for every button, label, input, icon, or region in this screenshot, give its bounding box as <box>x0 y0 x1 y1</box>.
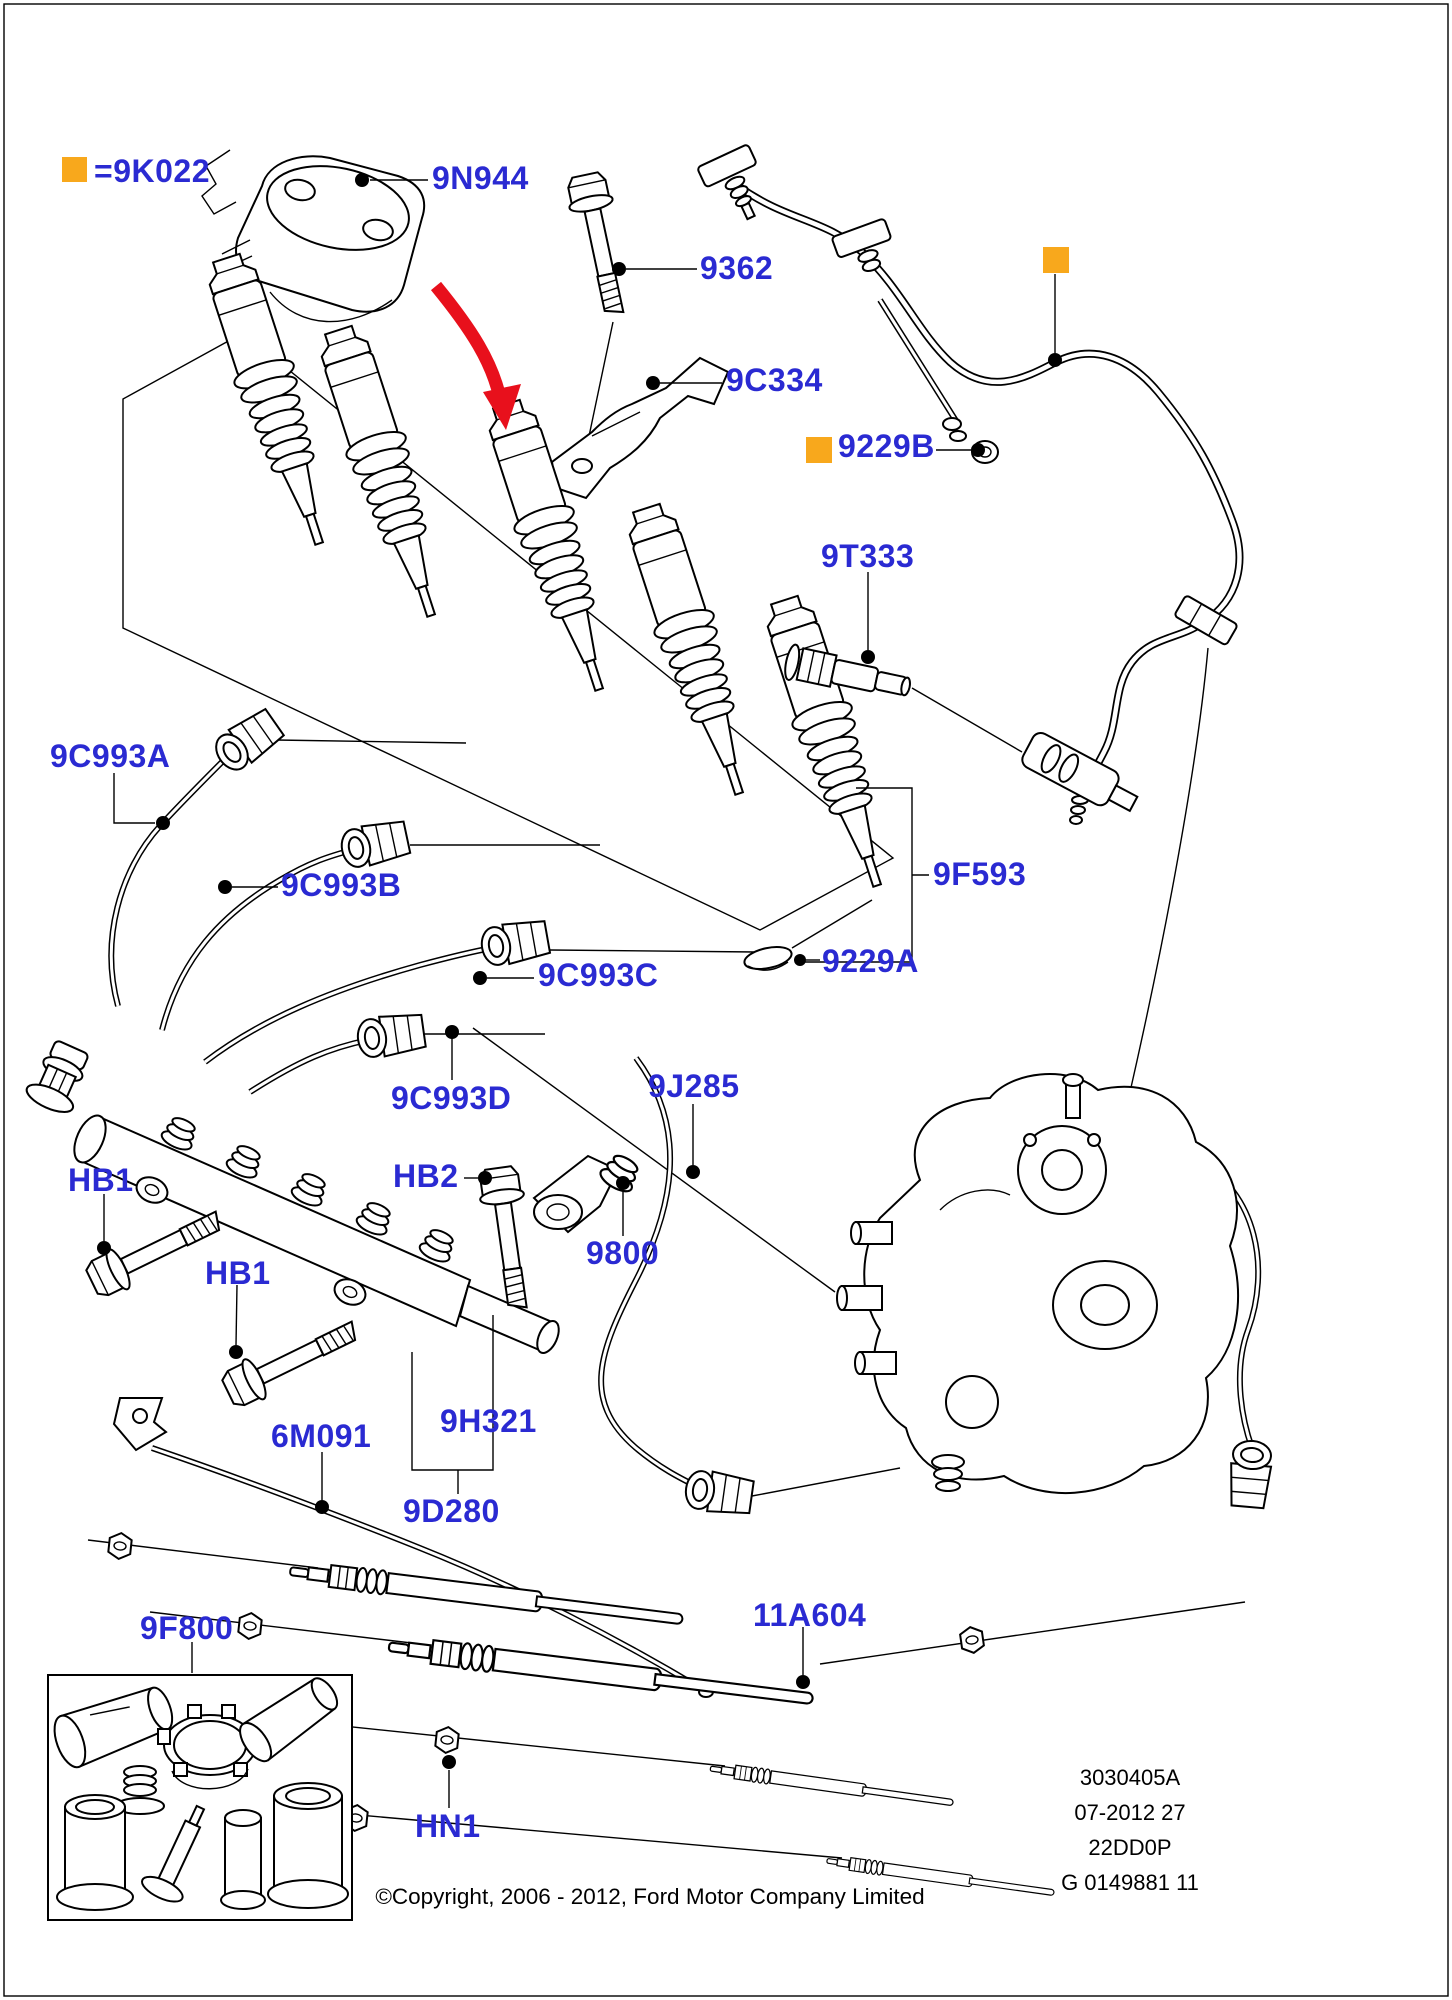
part-label-11A604: 11A604 <box>753 1597 867 1633</box>
part-label-9C993D: 9C993D <box>391 1080 512 1116</box>
part-label-HB1-left: HB1 <box>68 1162 134 1198</box>
page-border <box>3 3 1449 1997</box>
fuel-supply-tube <box>112 1397 714 1698</box>
service-kit-9F800 <box>47 1674 353 1921</box>
rail-bolt-HB1-right <box>217 1308 367 1413</box>
part-label-9F593: 9F593 <box>933 856 1027 892</box>
injector-9F593 <box>753 589 908 897</box>
part-label-9N944: 9N944 <box>432 160 529 196</box>
legend-square-icon <box>62 157 87 182</box>
legend-label: =9K022 <box>94 153 210 189</box>
bolt-9362 <box>562 169 638 320</box>
fuel-return-hose <box>697 144 1244 825</box>
part-label-HB2: HB2 <box>393 1158 459 1194</box>
part-label-HB1-right: HB1 <box>205 1255 271 1291</box>
fuel-rail <box>25 1040 560 1354</box>
group-outline-lines <box>122 321 1209 1293</box>
part-label-9T333: 9T333 <box>821 538 915 574</box>
pump-to-rail-pipe <box>598 1056 901 1519</box>
part-label-6M091: 6M091 <box>271 1418 372 1454</box>
part-label-9800: 9800 <box>586 1235 660 1271</box>
part-label-9229B: 9229B <box>838 428 935 464</box>
part-label-9H321: 9H321 <box>440 1403 537 1439</box>
pipe-clamp-9800 <box>532 1149 645 1234</box>
drawing-reference-block: 3030405A 07-2012 27 22DD0P G 0149881 11 <box>1018 1760 1242 1900</box>
part-label-9C993C: 9C993C <box>538 957 659 993</box>
pressure-sensor-9T333 <box>784 643 911 697</box>
part-label-9C993B: 9C993B <box>281 867 402 903</box>
injector-cover <box>201 149 426 323</box>
copyright-text: ©Copyright, 2006 - 2012, Ford Motor Comp… <box>375 1884 925 1909</box>
part-label-9229A: 9229A <box>822 943 919 979</box>
part-label-HN1: HN1 <box>415 1808 481 1844</box>
fork-clamp <box>550 356 730 500</box>
injection-pump <box>836 1073 1275 1510</box>
rail-pressure-sensor <box>25 1040 89 1113</box>
highlight-square-icon <box>1043 247 1069 273</box>
part-label-9F800: 9F800 <box>140 1610 234 1646</box>
injection-pipes <box>108 704 552 1095</box>
bracket-bolt-HB2 <box>475 1163 541 1313</box>
part-label-9C993A: 9C993A <box>50 738 171 774</box>
drawing-ref-line: 22DD0P <box>1088 1835 1172 1860</box>
glow-plug-nut-HN1 <box>433 1724 461 1756</box>
injector-seal-9229A <box>743 946 793 971</box>
drawing-ref-line: 07-2012 27 <box>1074 1800 1186 1825</box>
highlight-square-icon <box>806 437 832 463</box>
fuel-injectors <box>195 247 908 897</box>
part-label-9D280: 9D280 <box>403 1493 500 1529</box>
part-label-9C334: 9C334 <box>726 362 823 398</box>
hose-connector <box>1021 731 1139 813</box>
part-label-9J285: 9J285 <box>648 1068 740 1104</box>
leader-lines <box>97 173 1062 1808</box>
part-label-9362: 9362 <box>700 250 774 286</box>
drawing-ref-line: G 0149881 11 <box>1061 1870 1199 1895</box>
drawing-ref-line: 3030405A <box>1079 1765 1181 1790</box>
install-arrow <box>430 281 521 430</box>
